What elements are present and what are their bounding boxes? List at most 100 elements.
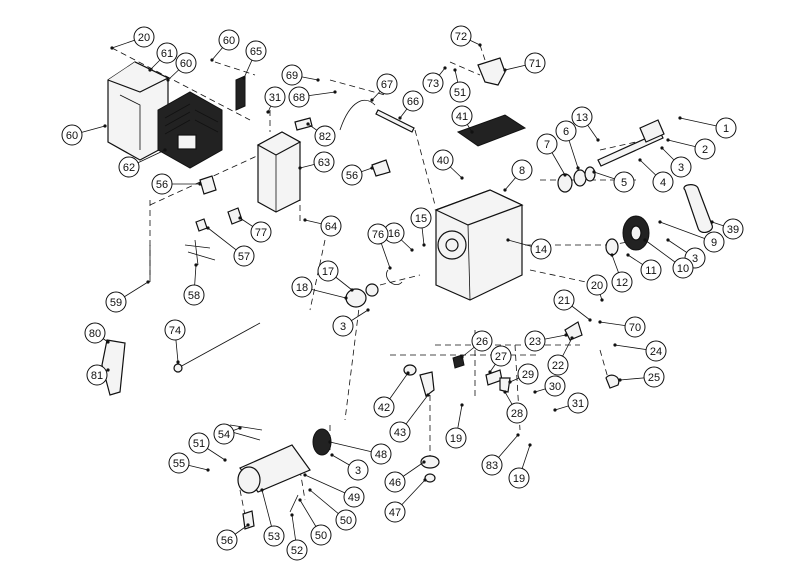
callout-26: 26 <box>460 330 493 359</box>
callout-bubble <box>567 392 589 414</box>
callout-bubble <box>373 396 395 418</box>
callout-bubble <box>490 345 512 367</box>
part-76-clip <box>386 269 403 286</box>
callout-number: 58 <box>188 290 200 302</box>
callout-bubble <box>384 471 406 493</box>
part-61-enclosure-cover <box>107 61 170 161</box>
callout-bubble <box>317 260 339 282</box>
callout-number: 23 <box>529 336 541 348</box>
callout-number: 60 <box>223 35 235 47</box>
callout-bubble <box>156 42 178 64</box>
callout-28: 28 <box>503 390 528 424</box>
leader-dot <box>426 393 430 397</box>
callout-number: 31 <box>572 398 584 410</box>
callout-number: 8 <box>519 165 525 177</box>
callout-21: 21 <box>553 289 592 322</box>
leader-dot <box>503 68 507 72</box>
callout-12: 12 <box>610 253 633 293</box>
callout-bubble <box>250 221 272 243</box>
leader-dot <box>453 68 457 72</box>
callout-83: 83 <box>481 433 520 476</box>
callout-number: 80 <box>89 328 101 340</box>
callout-number: 68 <box>293 92 305 104</box>
callout-bubble <box>263 525 285 547</box>
leader-dot <box>206 226 210 230</box>
leader-dot <box>210 58 214 62</box>
callout-number: 64 <box>325 221 337 233</box>
callout-41: 41 <box>451 105 474 134</box>
callout-4: 4 <box>638 158 674 193</box>
callout-number: 9 <box>711 237 717 249</box>
callout-bubble <box>432 149 454 171</box>
callout-bubble <box>335 509 357 531</box>
callout-bubble <box>216 529 238 551</box>
callout-bubble <box>402 90 424 112</box>
leader-dot <box>106 340 110 344</box>
callout-number: 56 <box>221 535 233 547</box>
leader-dot <box>223 458 227 462</box>
callout-60: 60 <box>210 29 240 62</box>
part-12-bearing <box>605 238 619 256</box>
callout-54: 54 <box>213 423 242 445</box>
callout-bubble <box>168 452 190 474</box>
leader-dot <box>488 370 492 374</box>
part-56-bushing <box>199 159 391 530</box>
callout-30: 30 <box>533 375 566 397</box>
callout-13: 13 <box>571 106 600 142</box>
callout-bubble <box>530 238 552 260</box>
part-5-6-7-bearings <box>557 166 596 193</box>
callout-71: 71 <box>503 52 546 74</box>
leader-dot <box>246 523 250 527</box>
callout-60: 60 <box>166 52 197 82</box>
callout-number: 66 <box>407 96 419 108</box>
leader-dot <box>658 220 662 224</box>
callout-65: 65 <box>242 40 267 80</box>
callout-bubble <box>508 467 530 489</box>
callout-number: 69 <box>286 70 298 82</box>
callout-bubble <box>553 289 575 311</box>
callout-9: 9 <box>658 220 725 253</box>
callout-77: 77 <box>238 216 272 243</box>
callout-2: 2 <box>666 138 716 160</box>
leader-dot <box>370 166 374 170</box>
part-66-shaft <box>375 109 415 133</box>
callout-20: 20 <box>110 26 155 50</box>
part-63-control-box <box>256 131 302 213</box>
callout-number: 11 <box>645 265 656 277</box>
callout-number: 20 <box>138 32 150 44</box>
part-82-bracket <box>294 117 313 131</box>
leader-dot <box>660 146 664 150</box>
callout-bubble <box>183 284 205 306</box>
callout-number: 57 <box>238 251 250 263</box>
callout-bubble <box>376 73 398 95</box>
callout-number: 73 <box>427 78 439 90</box>
callout-76: 76 <box>367 223 392 270</box>
leader-dot <box>146 280 150 284</box>
leader-dot <box>443 66 447 70</box>
callout-bubble <box>410 207 432 229</box>
leader-dot <box>344 296 348 300</box>
callout-bubble <box>367 223 389 245</box>
callout-bubble <box>347 459 369 481</box>
callout-bubble <box>481 454 503 476</box>
callout-55: 55 <box>168 452 210 474</box>
callout-74: 74 <box>164 319 186 364</box>
callout-73: 73 <box>422 66 447 94</box>
callout-40: 40 <box>432 149 464 180</box>
callout-labels: 1233334567891011121314151617181919202122… <box>61 25 744 561</box>
callout-number: 4 <box>660 177 666 189</box>
leader-dot <box>643 238 647 242</box>
callout-bubble <box>175 52 197 74</box>
callout-49: 49 <box>303 473 365 508</box>
part-8-gearbox-housing <box>434 189 524 301</box>
callout-number: 3 <box>340 321 346 333</box>
callout-69: 69 <box>281 64 320 86</box>
callout-number: 51 <box>454 87 466 99</box>
callout-6: 6 <box>555 120 580 170</box>
leader-dot <box>198 182 202 186</box>
callout-number: 83 <box>486 460 498 472</box>
callout-number: 61 <box>161 48 173 60</box>
part-67-wire-lead <box>339 100 376 131</box>
